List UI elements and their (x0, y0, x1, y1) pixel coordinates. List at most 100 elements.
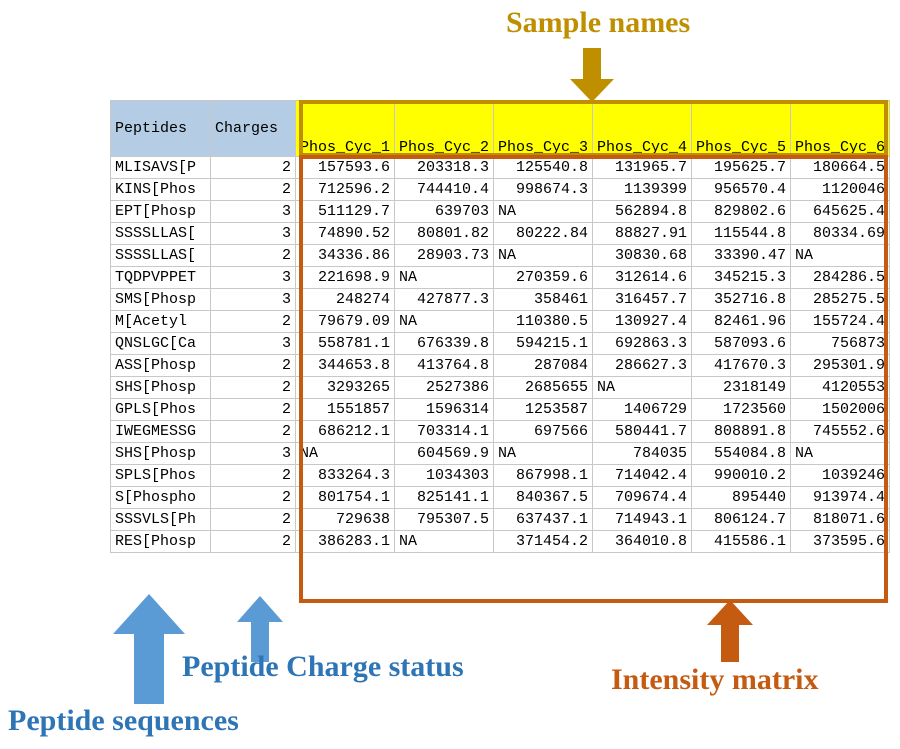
intensity-cell[interactable]: 645625.4 (790, 200, 890, 223)
intensity-cell[interactable]: 1406729 (592, 398, 692, 421)
intensity-cell[interactable]: 371454.2 (493, 530, 593, 553)
intensity-cell[interactable]: 157593.6 (295, 156, 395, 179)
intensity-cell[interactable]: 364010.8 (592, 530, 692, 553)
intensity-cell[interactable]: 88827.91 (592, 222, 692, 245)
intensity-cell[interactable]: 358461 (493, 288, 593, 311)
intensity-cell[interactable]: 1596314 (394, 398, 494, 421)
intensity-cell[interactable]: 284286.5 (790, 266, 890, 289)
peptide-sequence-cell[interactable]: RES[Phosp (110, 530, 211, 553)
intensity-cell[interactable]: 840367.5 (493, 486, 593, 509)
charge-cell[interactable]: 3 (210, 200, 296, 223)
intensity-cell[interactable]: 639703 (394, 200, 494, 223)
peptide-intensity-table[interactable]: Peptides Charges Phos_Cyc_1 Phos_Cyc_2 P… (110, 100, 890, 553)
intensity-cell[interactable]: 692863.3 (592, 332, 692, 355)
intensity-cell[interactable]: NA (493, 244, 593, 267)
peptide-sequence-cell[interactable]: SSSSLLAS[ (110, 244, 211, 267)
intensity-cell[interactable]: 4120553 (790, 376, 890, 399)
intensity-cell[interactable]: 312614.6 (592, 266, 692, 289)
column-header-sample-6[interactable]: Phos_Cyc_6 (790, 100, 890, 157)
intensity-cell[interactable]: 110380.5 (493, 310, 593, 333)
intensity-cell[interactable]: 714943.1 (592, 508, 692, 531)
intensity-cell[interactable]: 80222.84 (493, 222, 593, 245)
intensity-cell[interactable]: NA (493, 200, 593, 223)
charge-cell[interactable]: 2 (210, 398, 296, 421)
intensity-cell[interactable]: 744410.4 (394, 178, 494, 201)
intensity-cell[interactable]: 1551857 (295, 398, 395, 421)
intensity-cell[interactable]: NA (790, 244, 890, 267)
intensity-cell[interactable]: 806124.7 (691, 508, 791, 531)
intensity-cell[interactable]: 712596.2 (295, 178, 395, 201)
intensity-cell[interactable]: 703314.1 (394, 420, 494, 443)
intensity-cell[interactable]: 2527386 (394, 376, 494, 399)
peptide-sequence-cell[interactable]: TQDPVPPET (110, 266, 211, 289)
intensity-cell[interactable]: 714042.4 (592, 464, 692, 487)
intensity-cell[interactable]: 79679.09 (295, 310, 395, 333)
peptide-sequence-cell[interactable]: SPLS[Phos (110, 464, 211, 487)
intensity-cell[interactable]: 1502006 (790, 398, 890, 421)
intensity-cell[interactable]: 270359.6 (493, 266, 593, 289)
intensity-cell[interactable]: 195625.7 (691, 156, 791, 179)
peptide-sequence-cell[interactable]: MLISAVS[P (110, 156, 211, 179)
intensity-cell[interactable]: 415586.1 (691, 530, 791, 553)
intensity-cell[interactable]: 956570.4 (691, 178, 791, 201)
intensity-cell[interactable]: 3293265 (295, 376, 395, 399)
charge-cell[interactable]: 2 (210, 354, 296, 377)
intensity-cell[interactable]: 345215.3 (691, 266, 791, 289)
intensity-cell[interactable]: 287084 (493, 354, 593, 377)
intensity-cell[interactable]: 709674.4 (592, 486, 692, 509)
intensity-cell[interactable]: 427877.3 (394, 288, 494, 311)
charge-cell[interactable]: 2 (210, 178, 296, 201)
intensity-cell[interactable]: 580441.7 (592, 420, 692, 443)
charge-cell[interactable]: 2 (210, 486, 296, 509)
intensity-cell[interactable]: 1120046 (790, 178, 890, 201)
intensity-cell[interactable]: 34336.86 (295, 244, 395, 267)
intensity-cell[interactable]: 295301.9 (790, 354, 890, 377)
intensity-cell[interactable]: 285275.5 (790, 288, 890, 311)
intensity-cell[interactable]: 990010.2 (691, 464, 791, 487)
intensity-cell[interactable]: NA (394, 266, 494, 289)
intensity-cell[interactable]: 80334.69 (790, 222, 890, 245)
peptide-sequence-cell[interactable]: SSSVLS[Ph (110, 508, 211, 531)
intensity-cell[interactable]: 784035 (592, 442, 692, 465)
column-header-sample-4[interactable]: Phos_Cyc_4 (592, 100, 692, 157)
column-header-charges[interactable]: Charges (210, 100, 296, 157)
peptide-sequence-cell[interactable]: S[Phospho (110, 486, 211, 509)
intensity-cell[interactable]: 30830.68 (592, 244, 692, 267)
intensity-cell[interactable]: 28903.73 (394, 244, 494, 267)
intensity-cell[interactable]: 82461.96 (691, 310, 791, 333)
charge-cell[interactable]: 2 (210, 310, 296, 333)
charge-cell[interactable]: 3 (210, 442, 296, 465)
charge-cell[interactable]: 3 (210, 332, 296, 355)
intensity-cell[interactable]: 417670.3 (691, 354, 791, 377)
intensity-cell[interactable]: NA (394, 310, 494, 333)
intensity-cell[interactable]: 352716.8 (691, 288, 791, 311)
intensity-cell[interactable]: 554084.8 (691, 442, 791, 465)
charge-cell[interactable]: 2 (210, 156, 296, 179)
column-header-sample-5[interactable]: Phos_Cyc_5 (691, 100, 791, 157)
intensity-cell[interactable]: 180664.5 (790, 156, 890, 179)
intensity-cell[interactable]: 33390.47 (691, 244, 791, 267)
intensity-cell[interactable]: 998674.3 (493, 178, 593, 201)
intensity-cell[interactable]: 818071.6 (790, 508, 890, 531)
intensity-cell[interactable]: 511129.7 (295, 200, 395, 223)
peptide-sequence-cell[interactable]: SHS[Phosp (110, 376, 211, 399)
column-header-sample-2[interactable]: Phos_Cyc_2 (394, 100, 494, 157)
intensity-cell[interactable]: 1253587 (493, 398, 593, 421)
intensity-cell[interactable]: 2685655 (493, 376, 593, 399)
intensity-cell[interactable]: 344653.8 (295, 354, 395, 377)
intensity-cell[interactable]: NA (592, 376, 692, 399)
intensity-cell[interactable]: 676339.8 (394, 332, 494, 355)
intensity-cell[interactable]: 1034303 (394, 464, 494, 487)
intensity-cell[interactable]: 562894.8 (592, 200, 692, 223)
intensity-cell[interactable]: 867998.1 (493, 464, 593, 487)
